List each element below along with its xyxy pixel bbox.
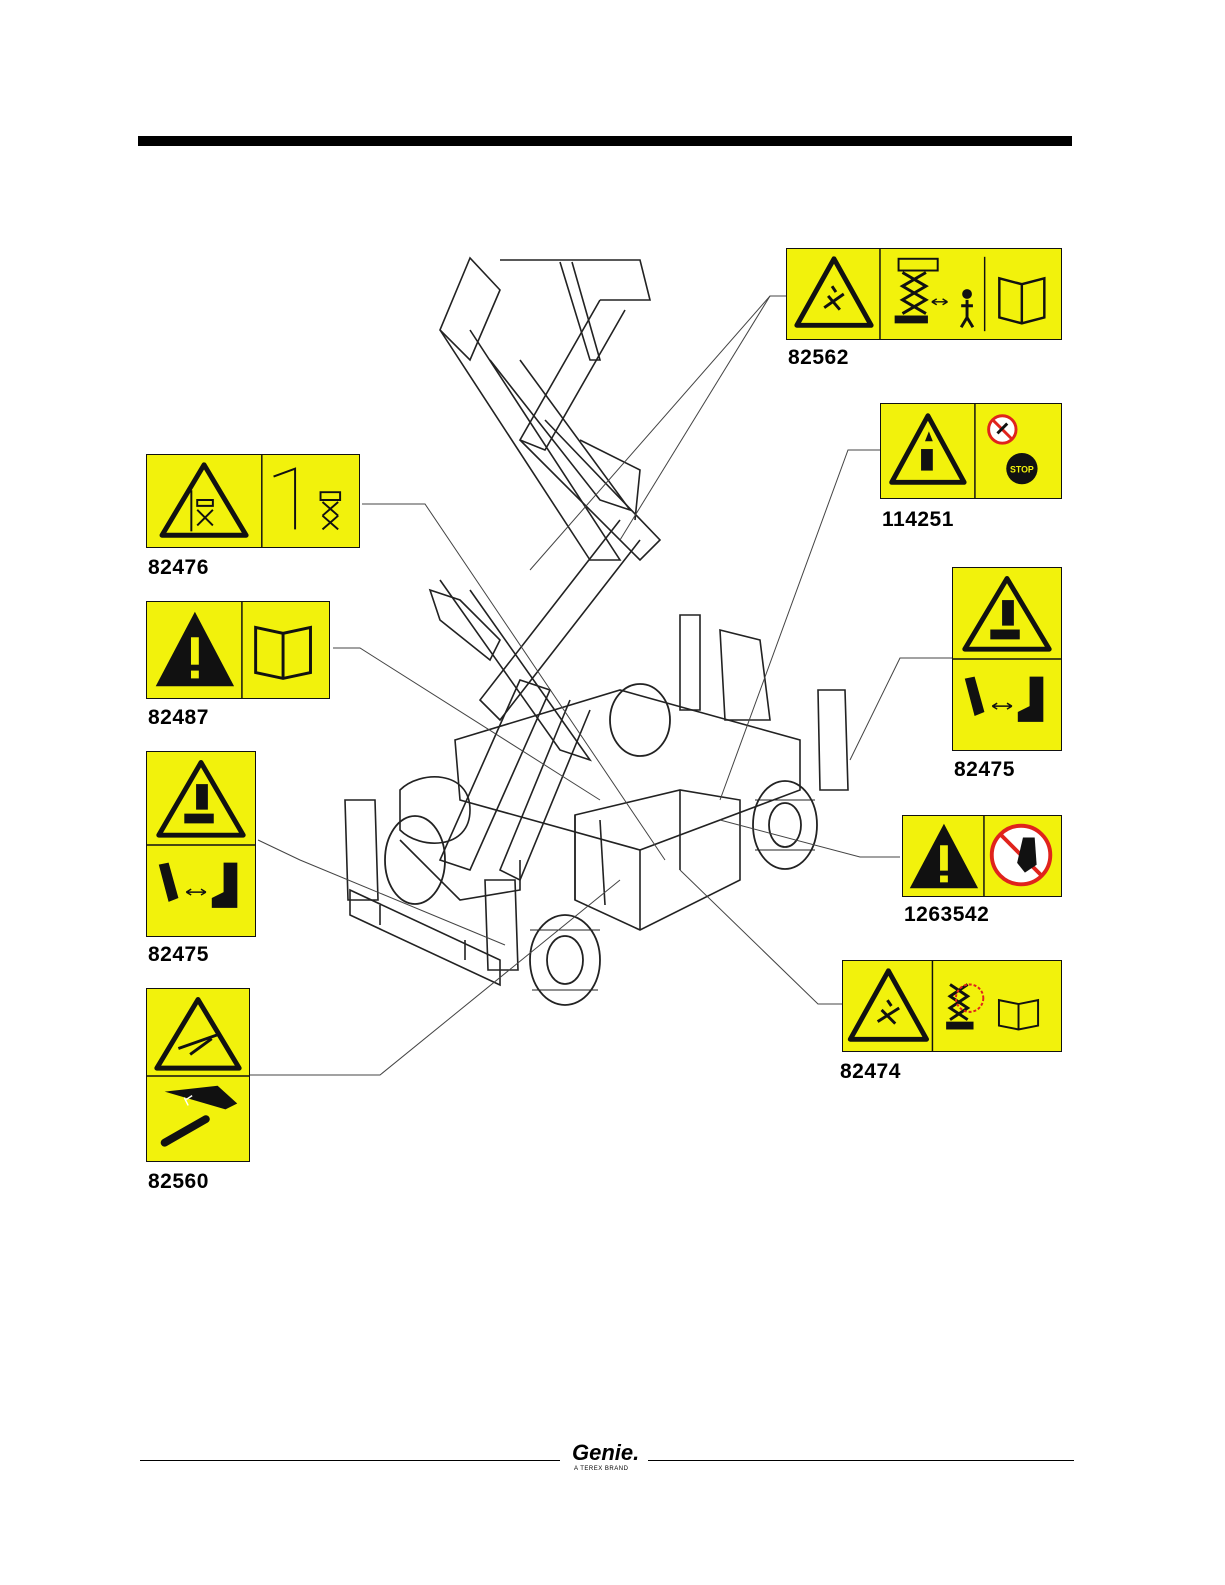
decal-82476 — [146, 454, 360, 548]
decal-82476-graphic — [147, 455, 359, 547]
decal-82560-graphic — [147, 989, 249, 1161]
decal-82562 — [786, 248, 1062, 340]
part-number-82474: 82474 — [840, 1060, 901, 1084]
genie-logo: Genie. — [572, 1440, 639, 1466]
footer-rule-right — [648, 1460, 1074, 1461]
part-number-82487: 82487 — [148, 706, 209, 730]
genie-logo-tagline: A TEREX BRAND — [574, 1466, 628, 1472]
part-number-82475-left: 82475 — [148, 943, 209, 967]
decal-114251: STOP — [880, 403, 1062, 499]
decal-82487-graphic — [147, 602, 329, 698]
decal-82474-graphic — [843, 961, 1061, 1051]
part-number-82560: 82560 — [148, 1170, 209, 1194]
decal-82560 — [146, 988, 250, 1162]
decal-82475-right-graphic — [953, 568, 1061, 750]
part-number-1263542: 1263542 — [904, 903, 989, 927]
decal-82474 — [842, 960, 1062, 1052]
decal-1263542 — [902, 815, 1062, 897]
footer-rule-left — [140, 1460, 560, 1461]
decal-82562-graphic — [787, 249, 1061, 339]
part-number-114251: 114251 — [882, 508, 954, 532]
decal-1263542-graphic — [903, 816, 1061, 896]
part-number-82475-right: 82475 — [954, 758, 1015, 782]
decal-82475-left-graphic — [147, 752, 255, 936]
part-number-82562: 82562 — [788, 346, 849, 370]
decal-82475-left — [146, 751, 256, 937]
svg-text:STOP: STOP — [1010, 465, 1034, 475]
part-number-82476: 82476 — [148, 556, 209, 580]
decal-114251-graphic: STOP — [881, 404, 1061, 498]
decal-82487 — [146, 601, 330, 699]
decal-82475-right — [952, 567, 1062, 751]
